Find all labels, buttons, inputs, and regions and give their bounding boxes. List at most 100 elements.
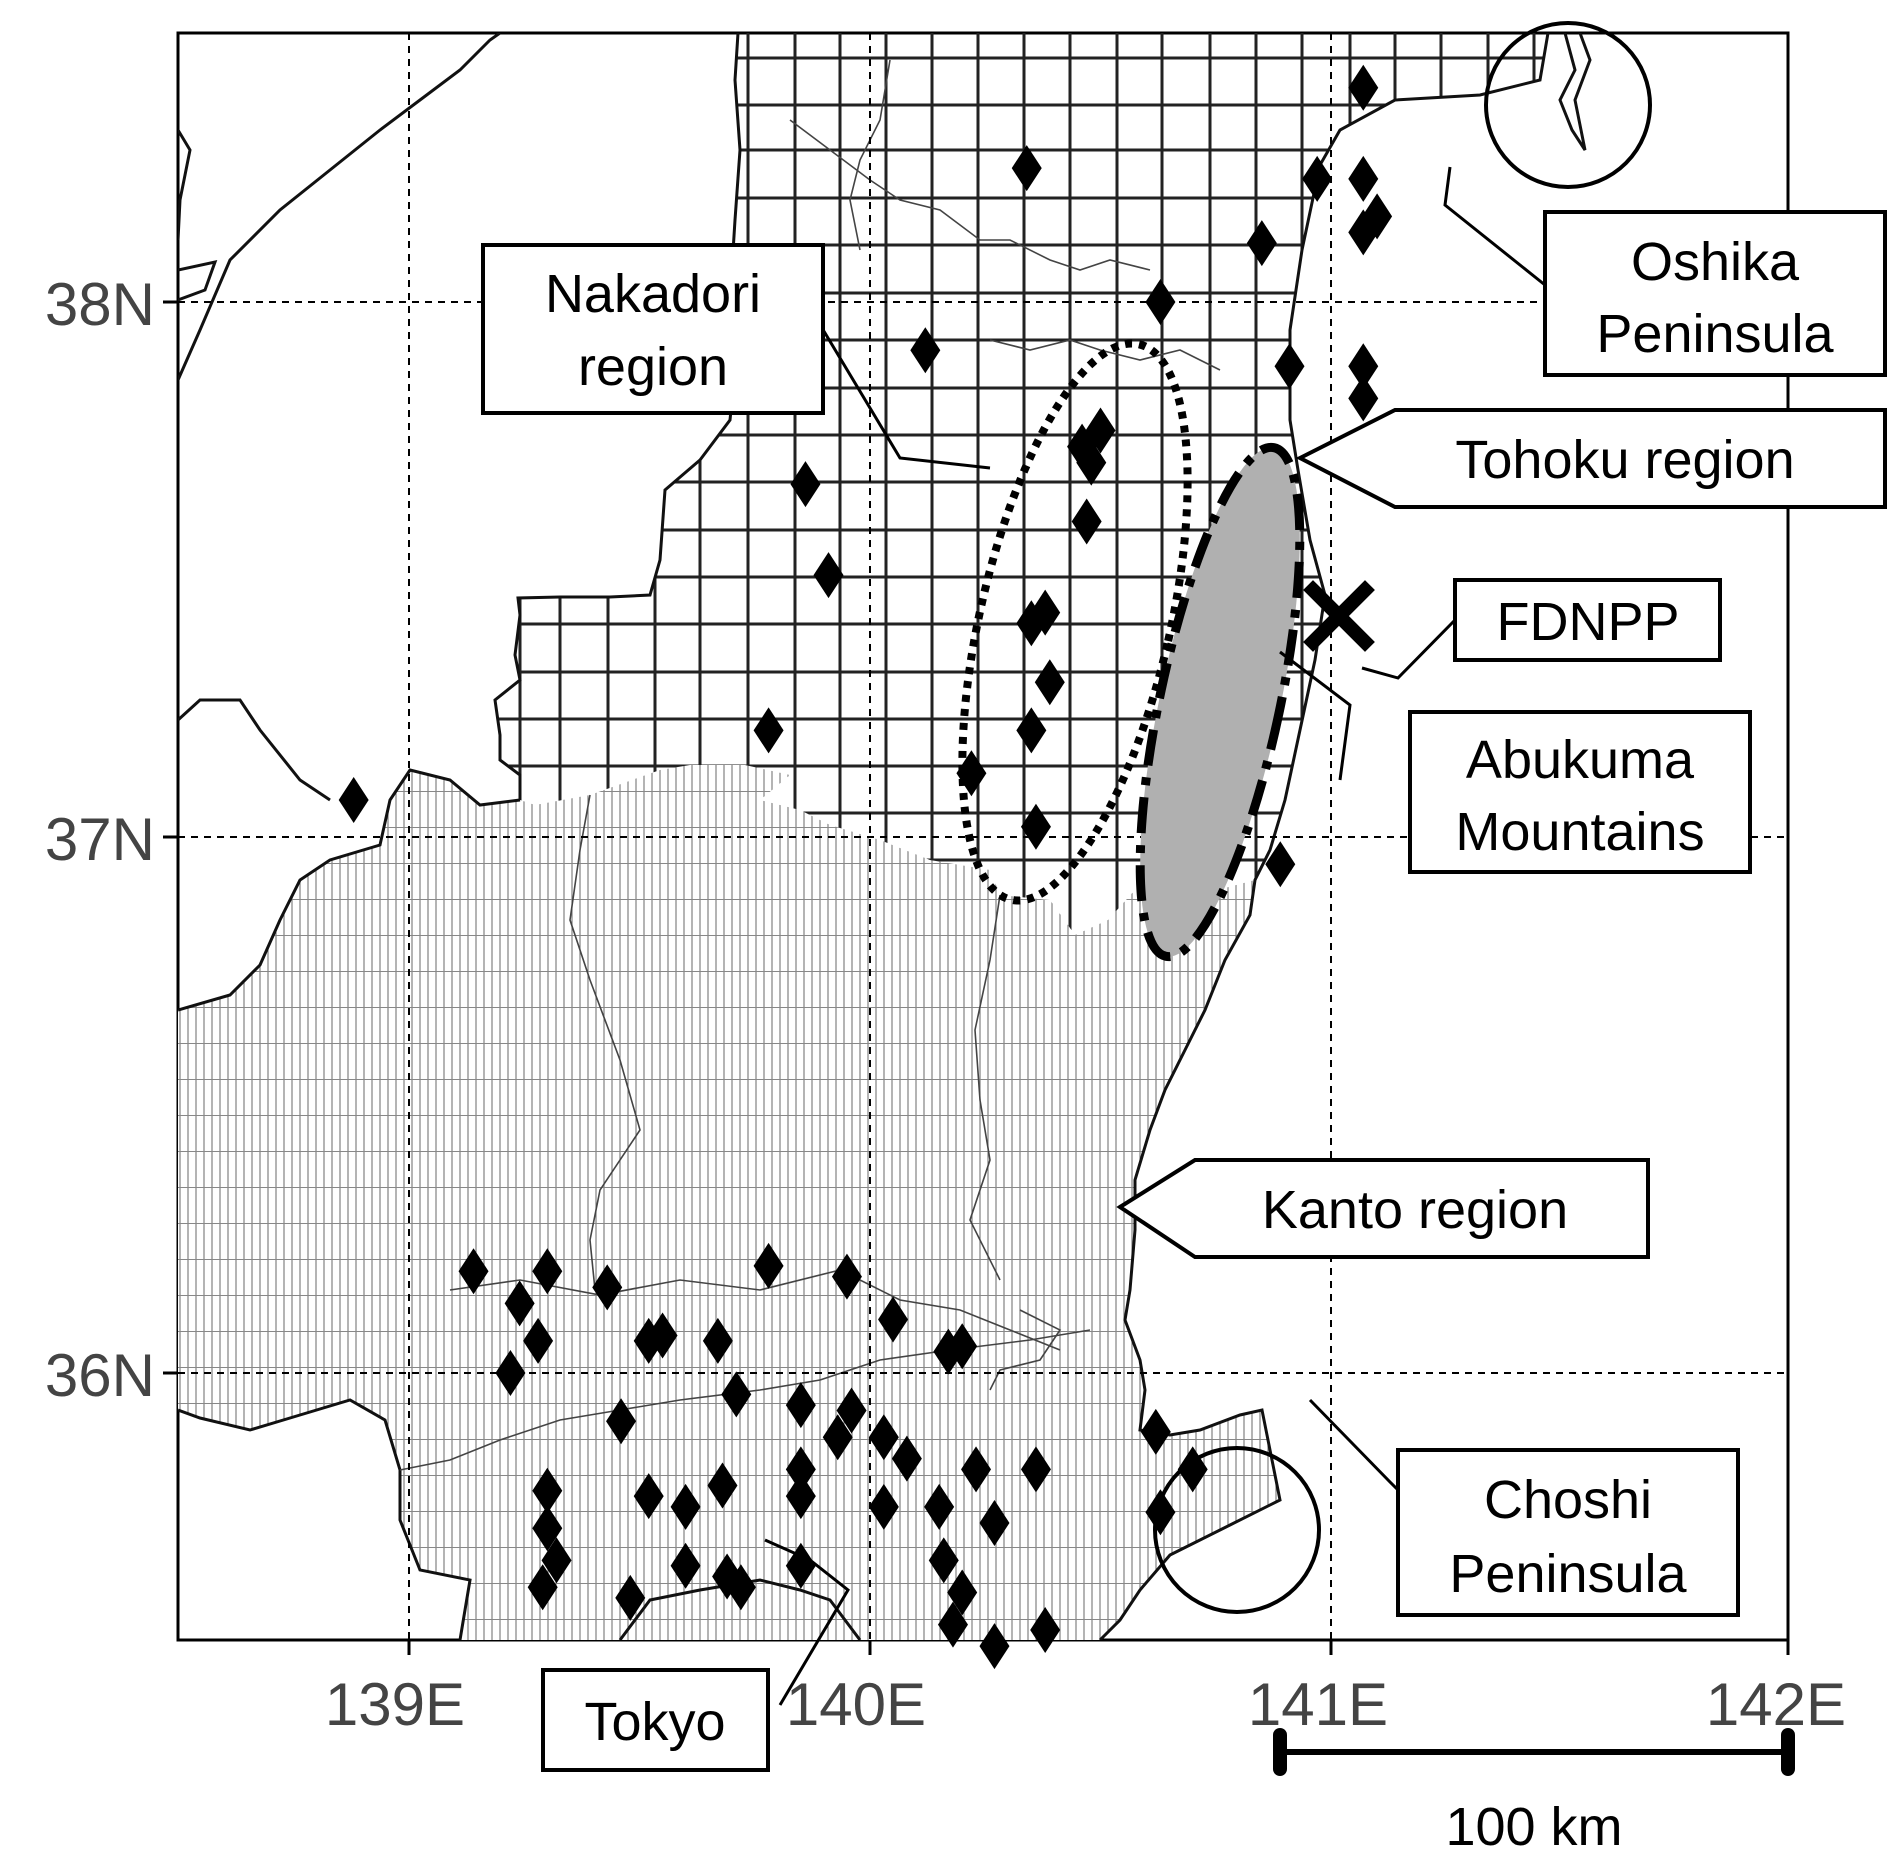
sado-coast-b [178,259,218,302]
x-tick-label-140e: 140E [786,1671,926,1738]
svg-text:Peninsula: Peninsula [1596,304,1834,364]
svg-text:Nakadori: Nakadori [545,264,761,324]
sagami-coast [178,1398,472,1640]
station-marker [725,1564,756,1611]
station-marker [753,707,784,754]
kanto-region-label: Kanto region [1116,1158,1650,1259]
station-marker [831,1253,862,1300]
station-marker [937,1601,968,1648]
station-marker [1302,155,1333,202]
station-marker [527,1564,558,1611]
x-tick-label-142e: 142E [1706,1671,1846,1738]
station-marker [1011,145,1042,192]
station-marker [523,1317,554,1364]
station-marker [868,1414,899,1461]
kanto-region-area [178,765,1280,1640]
scale-bar-label: 100 km [1445,1797,1622,1857]
station-marker [836,1387,867,1434]
svg-text:Peninsula: Peninsula [1449,1544,1687,1604]
station-marker [928,1537,959,1584]
station-marker [633,1473,664,1520]
station-marker [1140,1408,1171,1455]
station-marker [1016,600,1047,647]
y-tick-label-38n: 38N [45,271,155,338]
station-marker [947,1323,978,1370]
station-marker [1348,155,1379,202]
fdnpp-text: FDNPP [1496,592,1679,652]
sado-coast [178,129,192,241]
station-marker [495,1350,526,1396]
svg-text:Mountains: Mountains [1455,802,1704,862]
station-marker [878,1296,909,1343]
station-marker [1348,343,1379,390]
station-marker [1020,1446,1051,1493]
station-marker [813,552,844,599]
tokyo-text: Tokyo [584,1692,725,1752]
prefecture-border [789,119,1151,271]
station-marker [670,1542,701,1589]
tohoku-region-text: Tohoku region [1455,430,1794,490]
station-marker [458,1248,489,1295]
station-marker [707,1462,738,1509]
station-marker [753,1242,784,1289]
y-tick-label-36n: 36N [45,1342,155,1409]
prefecture-border [989,1309,1062,1391]
station-marker [1145,279,1176,325]
prefecture-border [969,894,1001,1281]
abukuma-mountains-ellipse [1135,442,1305,962]
station-marker [338,777,369,824]
station-marker [979,1623,1010,1670]
scale-bar: 100 km [1273,1728,1795,1857]
station-marker [924,1483,955,1530]
station-marker [532,1467,563,1514]
y-tick-label-37n: 37N [45,806,155,873]
station-marker [1071,498,1102,545]
west-coastline [178,33,501,381]
station-marker [785,1542,816,1589]
station-marker [979,1499,1010,1546]
station-marker [647,1312,678,1359]
east-coastline [1098,33,1550,1640]
station-marker [790,461,821,508]
svg-text:Abukuma: Abukuma [1466,730,1695,790]
station-marker [1348,209,1379,256]
station-marker [1177,1446,1208,1493]
choshi-label: Choshi Peninsula [1396,1448,1740,1617]
station-marker [702,1317,733,1364]
station-marker [721,1371,752,1418]
station-marker [1246,220,1277,267]
station-marker [615,1574,646,1621]
tohoku-region-label: Tohoku region [1295,408,1887,509]
abukuma-label: Abukuma Mountains [1408,710,1752,874]
station-marker [868,1483,899,1530]
station-marker [1348,375,1379,422]
station-marker [504,1280,535,1327]
station-marker [1076,439,1107,486]
station-marker [956,750,987,797]
station-marker [891,1435,922,1482]
prefecture-border [449,1269,1061,1351]
prefecture-border [569,794,641,1291]
fdnpp-marker [1303,580,1375,652]
x-tick-label-141e: 141E [1248,1671,1388,1738]
x-tick-label-139e: 139E [325,1671,465,1738]
svg-text:Choshi: Choshi [1484,1470,1652,1530]
kanto-west-outline [178,768,521,1012]
tokyo-bay-coast [618,1578,862,1640]
station-marker [532,1505,563,1552]
station-marker [1016,707,1047,754]
station-marker [785,1446,816,1493]
monitoring-stations [338,64,1393,1670]
station-marker [1265,841,1296,888]
station-marker [1034,659,1065,706]
station-marker [785,1382,816,1429]
station-marker [1274,343,1305,390]
station-marker [1020,803,1051,850]
station-marker [947,1569,978,1616]
station-marker [606,1398,637,1445]
station-marker [541,1537,572,1584]
station-marker [910,327,941,374]
station-marker [1145,1489,1176,1536]
callout-leaders [764,166,1546,1706]
